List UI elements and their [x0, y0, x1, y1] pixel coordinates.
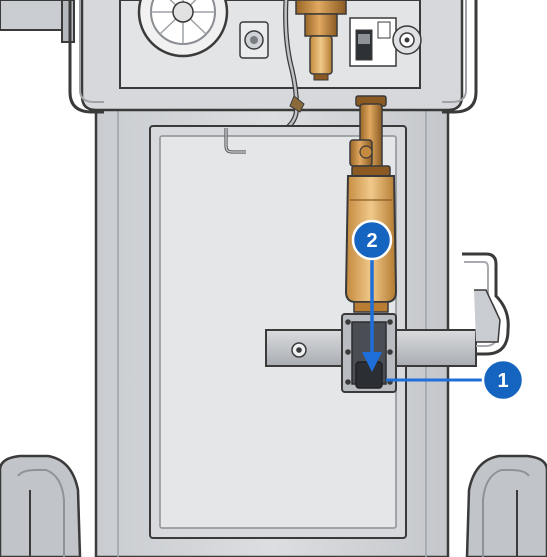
pressure-gauge-icon	[137, 0, 229, 58]
top-left-bracket	[0, 0, 75, 43]
left-caster-wheel	[0, 454, 82, 557]
gas-outlet-icon	[239, 21, 269, 59]
regulator-fitting	[295, 0, 347, 81]
callout-2-label: 2	[366, 230, 377, 252]
callout-1-label: 1	[497, 370, 508, 392]
right-caster-wheel	[465, 454, 547, 557]
callout-2: 2	[351, 219, 393, 372]
check-valve-icon	[349, 95, 391, 177]
callout-1: 1	[386, 358, 525, 402]
callout-1-badge	[481, 358, 525, 402]
callout-2-arrowhead	[362, 352, 382, 372]
auxiliary-outlet	[392, 25, 422, 55]
power-switch	[349, 17, 397, 67]
callout-2-badge	[351, 219, 393, 261]
upper-machine-panel	[68, 0, 478, 114]
